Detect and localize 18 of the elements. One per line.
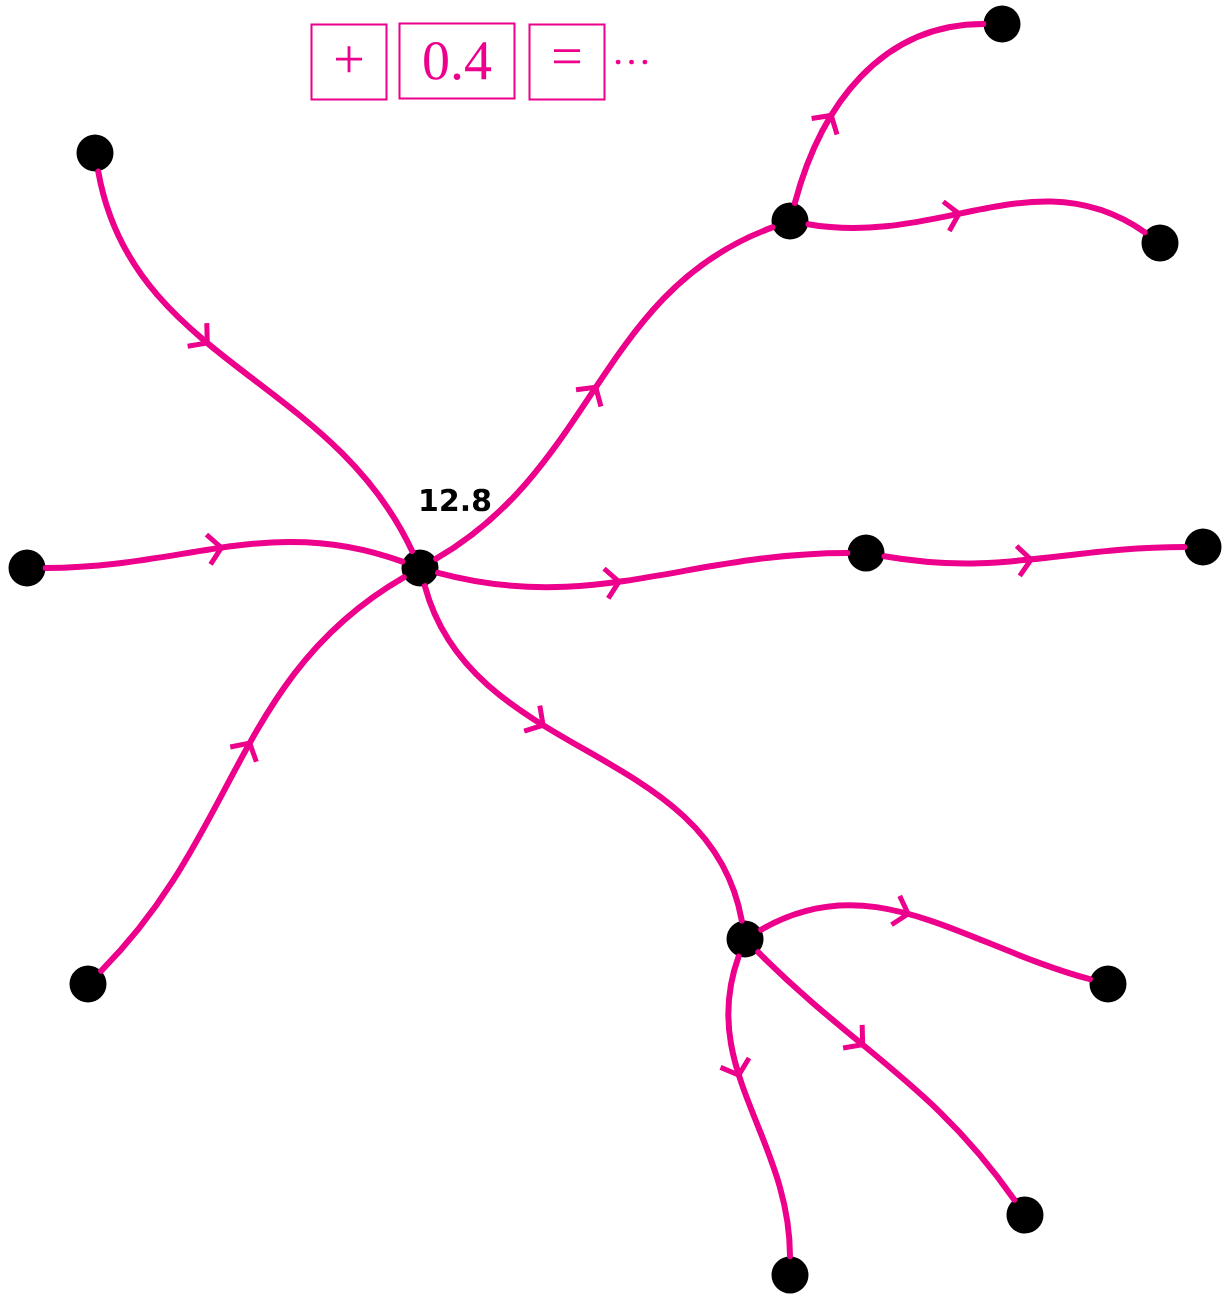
symbol-box: = <box>528 23 606 101</box>
node-dot <box>76 134 114 172</box>
node-dot <box>1184 528 1222 566</box>
node-dot <box>726 920 764 958</box>
node-dot <box>1141 224 1179 262</box>
symbol-box: 0.4 <box>398 22 516 100</box>
node-dot <box>847 534 885 572</box>
node-dot <box>69 965 107 1003</box>
node-dot <box>1089 965 1127 1003</box>
node-dot <box>401 549 439 587</box>
ellipsis-text: … <box>615 59 648 65</box>
node-dot <box>771 1256 809 1294</box>
node-dot <box>771 202 809 240</box>
node-dot <box>1006 1196 1044 1234</box>
value-label: 12.8 <box>421 488 491 512</box>
node-dot <box>8 549 46 587</box>
symbol-box: + <box>310 23 388 101</box>
node-dot <box>983 5 1021 43</box>
